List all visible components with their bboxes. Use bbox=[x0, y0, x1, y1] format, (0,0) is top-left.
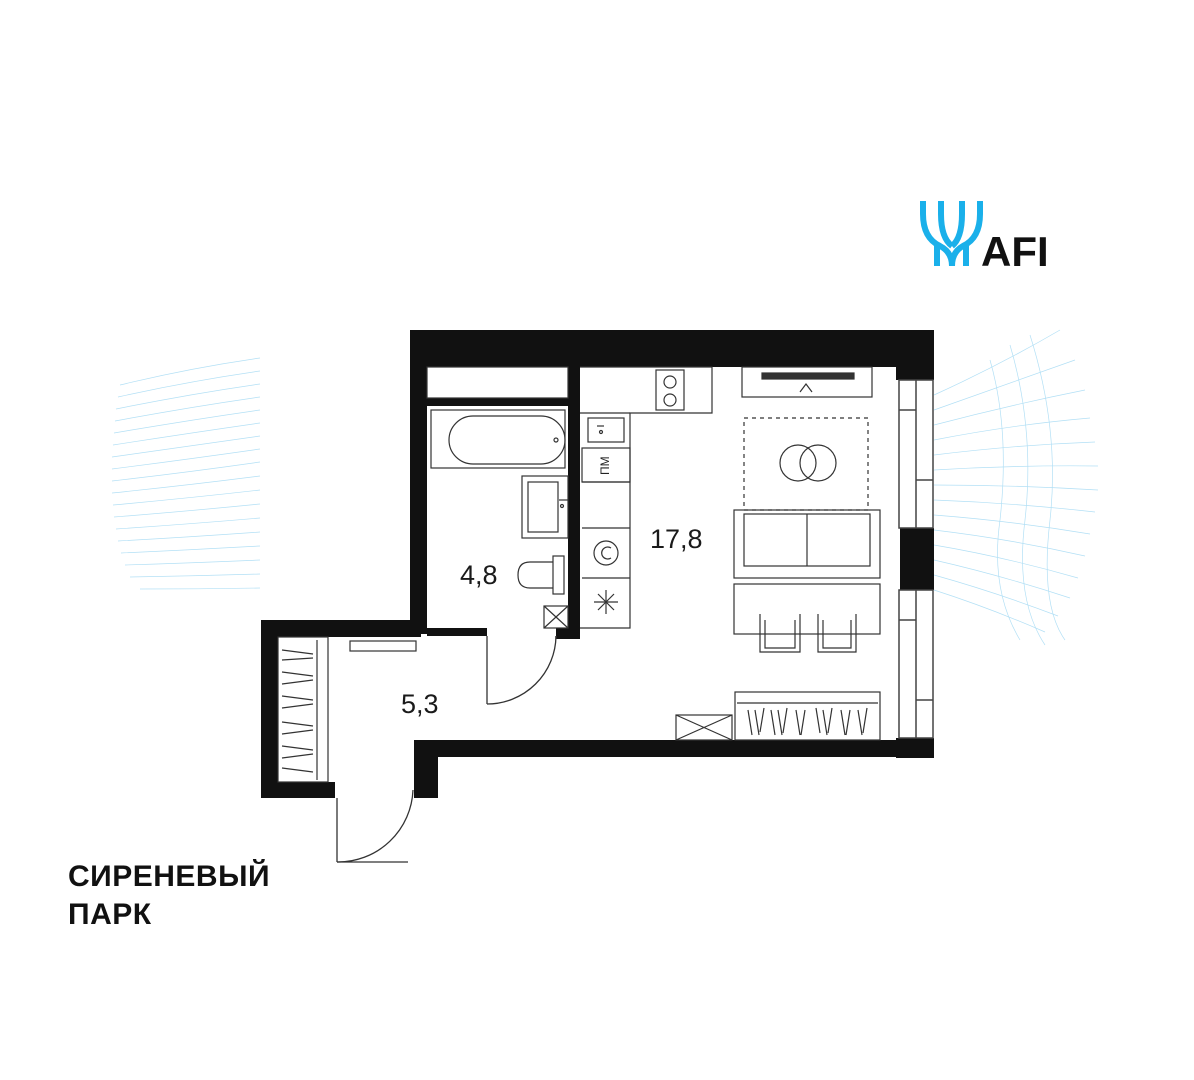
window-upper bbox=[898, 379, 934, 529]
storage-niche bbox=[426, 366, 569, 399]
wave-pattern-right bbox=[933, 329, 1099, 646]
kitchen-counter bbox=[580, 366, 713, 629]
afi-logo: AFI bbox=[920, 201, 1049, 275]
dishwasher-label: ПМ bbox=[598, 456, 612, 475]
vent-shaft-living bbox=[675, 714, 733, 741]
area-bathroom: 4,8 bbox=[460, 560, 498, 590]
wardrobe-living bbox=[734, 691, 881, 741]
hallway-shelf bbox=[349, 640, 417, 652]
walls bbox=[261, 330, 934, 798]
wardrobe-hallway bbox=[277, 636, 329, 783]
logo-text: AFI bbox=[981, 228, 1049, 275]
area-hallway: 5,3 bbox=[401, 689, 439, 719]
area-living-room: 17,8 bbox=[650, 524, 703, 554]
wave-pattern-left bbox=[111, 357, 261, 590]
vent-shaft-bathroom bbox=[543, 605, 569, 629]
project-title-line-2: ПАРК bbox=[68, 898, 152, 931]
bathtub bbox=[430, 409, 566, 469]
bathroom-door bbox=[486, 635, 557, 705]
toilet bbox=[517, 555, 565, 595]
sofa bbox=[733, 509, 881, 579]
bathroom-sink bbox=[521, 475, 569, 539]
entrance-door bbox=[336, 789, 414, 863]
project-title-line-1: СИРЕНЕВЫЙ bbox=[68, 860, 271, 893]
logo-mark-icon bbox=[920, 201, 983, 267]
project-title: СИРЕНЕВЫЙ ПАРК bbox=[68, 858, 270, 934]
tv-cabinet bbox=[741, 366, 873, 398]
rug bbox=[743, 417, 869, 511]
window-lower bbox=[898, 589, 934, 739]
dining-table bbox=[733, 583, 881, 653]
